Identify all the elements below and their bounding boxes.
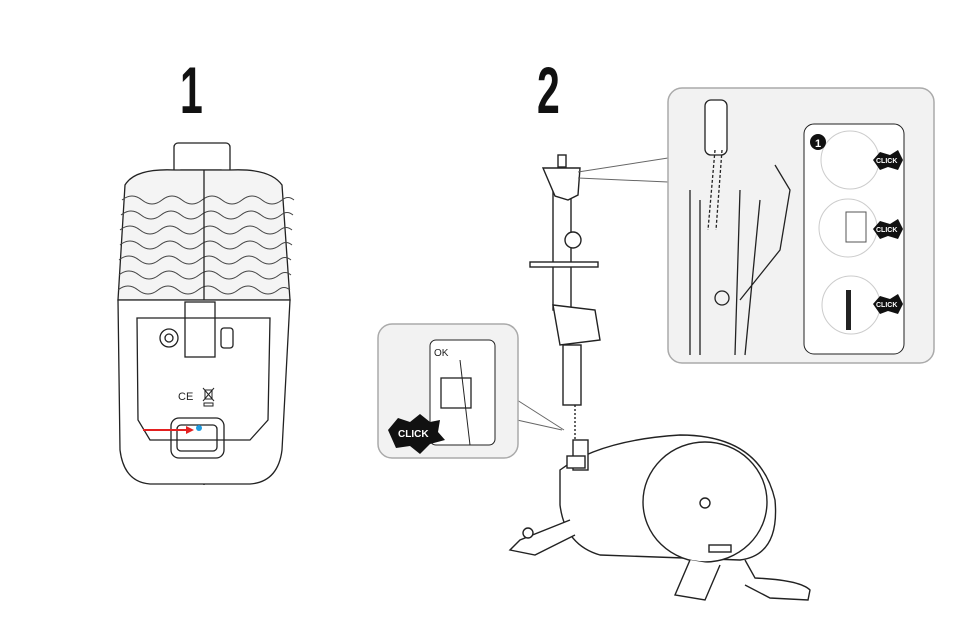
click-label: CLICK	[876, 158, 897, 165]
click-label: CLICK	[876, 227, 897, 234]
callout-pointer	[516, 419, 563, 431]
click-label: CLICK	[398, 429, 429, 440]
callout-click-ok	[377, 323, 519, 459]
ok-label: OK	[434, 348, 449, 359]
step-number-1: 1	[180, 53, 203, 127]
callout-pointer	[516, 399, 565, 431]
elliptical-trainer-illustration	[508, 154, 811, 601]
step-badge: 1	[815, 138, 821, 150]
console-back-illustration	[117, 142, 295, 485]
step-number-2: 2	[537, 53, 560, 127]
ce-mark: CE	[178, 391, 193, 403]
callout-cable-connection	[667, 87, 935, 364]
weee-bin-icon	[202, 387, 215, 407]
red-arrow-icon	[143, 426, 194, 434]
callout-pointer	[577, 157, 669, 173]
click-label: CLICK	[876, 302, 897, 309]
connector-indicator	[196, 425, 202, 431]
callout-pointer	[577, 177, 669, 183]
